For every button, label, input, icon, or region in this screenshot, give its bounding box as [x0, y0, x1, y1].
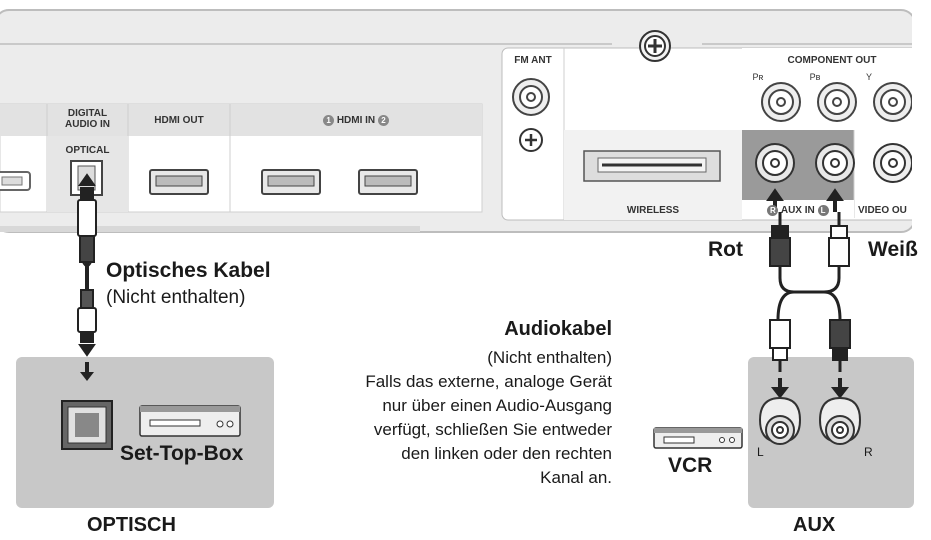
weiss-label: Weiß [868, 238, 918, 261]
rot-label: Rot [708, 238, 743, 261]
hdmi-in-label: 1 HDMI IN 2 [230, 115, 482, 126]
jack-r-label: R [864, 445, 873, 459]
jack-l-label: L [757, 445, 764, 459]
aux-l-badge: L [817, 205, 829, 216]
component-out-label: COMPONENT OUT [787, 55, 877, 66]
aux-in-label: R AUX IN L [742, 205, 854, 216]
audio-cable-title: Audiokabel [504, 318, 612, 340]
aux-r-badge: R [767, 205, 779, 216]
optical-cable-title: Optisches Kabel [106, 259, 271, 282]
video-out-label: VIDEO OU [858, 205, 907, 216]
audio-note-line: Falls das externe, analoge Gerät [365, 372, 612, 391]
fm-ant-label: FM ANT [514, 55, 552, 66]
vcr-icon [653, 427, 743, 449]
hdmi-out-label: HDMI OUT [154, 115, 204, 126]
hdmi-in-1-badge: 1 [323, 115, 335, 126]
optical-port-label: OPTICAL [65, 145, 110, 156]
audio-note-line: Kanal an. [540, 468, 612, 487]
digital-label-line2: AUDIO IN [65, 119, 110, 130]
audio-note-line: (Nicht enthalten) [487, 348, 612, 367]
wireless-label: WIRELESS [626, 205, 680, 216]
digital-label-line1: DIGITAL [67, 108, 108, 119]
set-top-box-icon [139, 405, 241, 437]
audio-note-line: nur über einen Audio-Ausgang [382, 396, 612, 415]
optisch-caption: OPTISCH [87, 514, 176, 536]
digital-audio-in-label: DIGITAL AUDIO IN [47, 108, 128, 130]
component-pr-label: Pʀ [752, 72, 764, 82]
optical-cable [77, 173, 97, 357]
hdmi-out-port [149, 169, 209, 195]
set-top-box-label: Set-Top-Box [120, 442, 244, 465]
aux-caption: AUX [793, 514, 836, 536]
audio-note-line: verfügt, schließen Sie entweder [373, 420, 612, 439]
audio-note-line: den linken oder den rechten [401, 444, 612, 463]
optical-cable-note: (Nicht enthalten) [106, 287, 246, 308]
audio-cable-notes: (Nicht enthalten) Falls das externe, ana… [292, 346, 612, 490]
hdmi-in-text: HDMI IN [336, 115, 376, 126]
vcr-label: VCR [668, 454, 713, 477]
component-y-label: Y [865, 72, 872, 82]
component-pb-label: Pʙ [809, 72, 821, 82]
aux-in-text: AUX IN [780, 205, 815, 216]
hdmi-in-2-badge: 2 [377, 115, 389, 126]
